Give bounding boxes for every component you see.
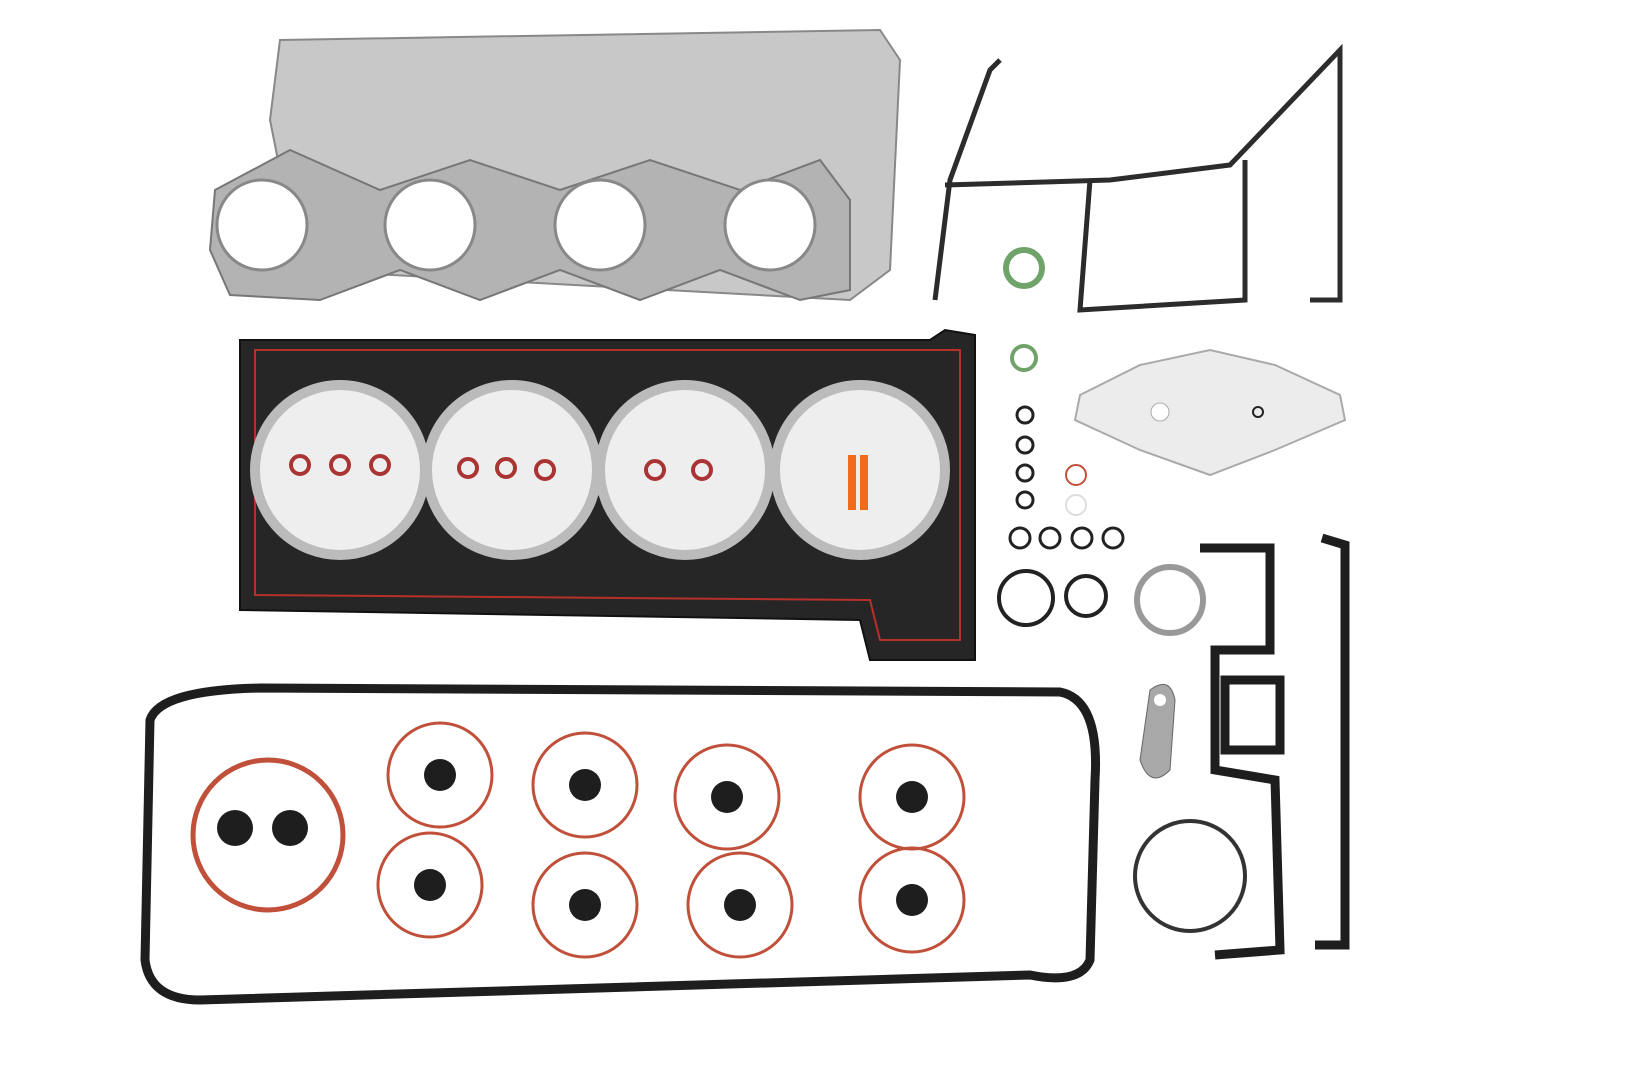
spark-plug-seal bbox=[673, 743, 781, 851]
grommet bbox=[217, 810, 253, 846]
oil-seal-rings bbox=[997, 247, 1247, 933]
grommet bbox=[424, 759, 456, 791]
spark-plug-seal bbox=[531, 731, 639, 839]
flange-gasket bbox=[1073, 348, 1347, 477]
o-ring bbox=[1008, 526, 1032, 550]
valve-seal bbox=[534, 459, 556, 481]
grommet bbox=[569, 769, 601, 801]
orange-insert bbox=[848, 455, 868, 510]
grommet bbox=[724, 889, 756, 921]
valve-seal bbox=[644, 459, 666, 481]
o-ring bbox=[1065, 494, 1087, 516]
o-ring bbox=[1038, 526, 1062, 550]
grommet bbox=[896, 884, 928, 916]
port-hole bbox=[723, 178, 817, 272]
valve-seal bbox=[495, 457, 517, 479]
o-ring bbox=[1065, 464, 1087, 486]
spark-plug-seal bbox=[686, 851, 794, 959]
spark-plug-seal bbox=[531, 851, 639, 959]
exhaust-manifold-gasket bbox=[208, 148, 851, 302]
port-hole bbox=[215, 178, 309, 272]
valve-seal bbox=[457, 457, 479, 479]
spark-plug-seal bbox=[386, 721, 494, 829]
spark-plug-seal bbox=[376, 831, 484, 939]
o-ring bbox=[1010, 344, 1038, 372]
large-ring bbox=[1133, 819, 1247, 933]
valve-seal bbox=[289, 454, 311, 476]
cylinder-bore bbox=[250, 380, 430, 560]
cylinder-bore bbox=[422, 380, 602, 560]
o-ring bbox=[997, 569, 1055, 627]
small-metal-flange bbox=[1139, 683, 1176, 779]
timing-cover-gasket bbox=[932, 43, 1343, 313]
valve-seal bbox=[691, 459, 713, 481]
cylinder-bore bbox=[595, 380, 775, 560]
o-ring bbox=[1015, 490, 1035, 510]
rubber-profile-seals bbox=[1200, 533, 1350, 960]
port-hole bbox=[553, 178, 647, 272]
grommet bbox=[711, 781, 743, 813]
valve-seal bbox=[369, 454, 391, 476]
valve-cover-gasket bbox=[140, 683, 1101, 1005]
o-ring bbox=[1003, 247, 1045, 289]
grommet bbox=[414, 869, 446, 901]
o-ring bbox=[1101, 526, 1125, 550]
metal-ring bbox=[1134, 564, 1206, 636]
grommet bbox=[272, 810, 308, 846]
large-seal bbox=[190, 757, 346, 913]
spark-plug-seal bbox=[858, 846, 966, 954]
o-ring bbox=[1015, 405, 1035, 425]
o-ring bbox=[1070, 526, 1094, 550]
grommet bbox=[896, 781, 928, 813]
grommet bbox=[569, 889, 601, 921]
valve-seal bbox=[329, 454, 351, 476]
o-ring bbox=[1015, 435, 1035, 455]
o-ring bbox=[1015, 463, 1035, 483]
o-ring bbox=[1064, 574, 1108, 618]
port-hole bbox=[383, 178, 477, 272]
